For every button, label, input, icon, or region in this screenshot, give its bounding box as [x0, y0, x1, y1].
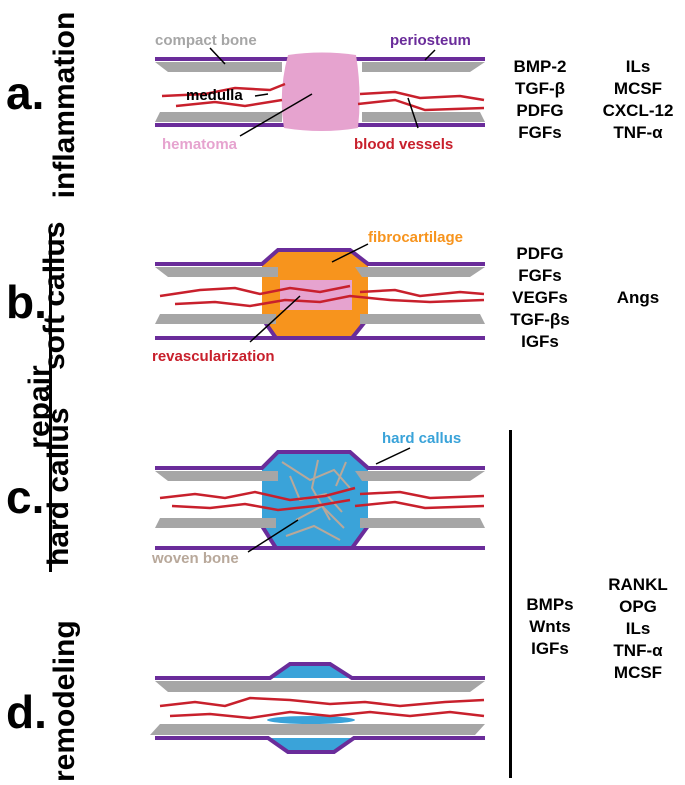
compact-bone-bottom-left — [155, 112, 282, 122]
label-blood-vessels: blood vessels — [354, 136, 453, 153]
leader-hard-callus — [375, 447, 411, 465]
label-medulla: medulla — [186, 87, 243, 104]
label-hard-callus: hard callus — [382, 430, 461, 447]
factors-inflammation-col2: ILs MCSF CXCL-12 TNF-α — [598, 56, 678, 144]
factor-item: TNF-α — [613, 641, 663, 660]
factor-item: PDFG — [516, 101, 564, 120]
periosteum-hard-callus — [155, 450, 485, 550]
label-hematoma: hematoma — [162, 136, 238, 153]
remodeling-callus-bottom — [268, 738, 354, 752]
compact-bone-bottom-right-c — [360, 518, 485, 528]
compact-bone-bottom-right-b — [360, 314, 485, 324]
factor-item: TGF-βs — [510, 310, 570, 329]
factor-item: BMPs — [526, 595, 574, 614]
factor-item: TGF-β — [514, 79, 566, 98]
remodeling-callus-top — [270, 664, 352, 678]
blood-vessels-remodeling — [159, 696, 485, 720]
stage-letter-b: b. — [6, 276, 47, 328]
leader-woven-bone — [247, 519, 299, 553]
factor-item: VEGFs — [512, 288, 568, 307]
factor-item: OPG — [619, 597, 657, 616]
stage-letter-c: c. — [6, 471, 45, 523]
leader-blood-vessels — [407, 97, 419, 129]
factors-shared-col2: RANKL OPG ILs TNF-α MCSF — [598, 574, 678, 684]
compact-bone-top-left-c — [155, 471, 278, 481]
label-periosteum: periosteum — [390, 32, 471, 49]
compact-bone-top-left-b — [155, 267, 278, 277]
compact-bone-top-right-c — [355, 471, 485, 481]
blood-vessels-soft-callus — [159, 284, 485, 308]
factors-soft-callus-col2: Angs — [598, 287, 678, 309]
compact-bone-bottom-left-c — [155, 518, 276, 528]
factors-inflammation-col1: BMP-2 TGF-β PDFG FGFs — [500, 56, 580, 144]
factor-item: IGFs — [521, 332, 559, 351]
compact-bone-top-right-b — [355, 267, 485, 277]
factor-item: ILs — [625, 619, 651, 638]
stage-letter-d: d. — [6, 686, 47, 738]
factor-item: FGFs — [518, 123, 562, 142]
label-fibrocartilage: fibrocartilage — [368, 229, 463, 246]
stage-letter-a: a. — [6, 67, 45, 119]
blood-vessels-hard-callus — [159, 486, 485, 512]
compact-bone-top-right — [362, 62, 485, 72]
factor-item: RANKL — [608, 575, 668, 594]
factor-item: FGFs — [518, 266, 562, 285]
label-woven-bone: woven bone — [151, 550, 239, 567]
hard-callus-shape — [262, 452, 368, 548]
hematoma-shape — [281, 52, 360, 131]
factor-item: MCSF — [613, 79, 663, 98]
bone-diagram-remodeling — [150, 662, 485, 754]
leader-hematoma — [239, 93, 313, 137]
compact-bone-bottom-right — [362, 112, 485, 122]
repair-bracket-line — [49, 232, 52, 572]
leader-compact-bone — [209, 47, 226, 65]
factor-item: Angs — [616, 288, 660, 307]
factor-item: MCSF — [613, 663, 663, 682]
factor-item: ILs — [625, 57, 651, 76]
periosteum-soft-callus — [155, 248, 485, 340]
factors-soft-callus-col1: PDFG FGFs VEGFs TGF-βs IGFs — [500, 243, 580, 353]
factor-item: TNF-α — [613, 123, 663, 142]
compact-bone-bottom-left-b — [155, 314, 276, 324]
leader-fibrocartilage — [331, 243, 369, 263]
leader-revascularization — [249, 295, 301, 343]
factor-item: PDFG — [516, 244, 564, 263]
soft-callus-medulla — [280, 280, 352, 310]
bone-diagram-inflammation: compact bone periosteum medulla hematoma… — [155, 32, 485, 153]
remodeling-callus-center — [267, 716, 355, 724]
leader-periosteum — [424, 49, 436, 61]
periosteum-remodeling — [155, 662, 485, 754]
factors-shared-col1: BMPs Wnts IGFs — [515, 594, 585, 660]
factor-item: IGFs — [531, 639, 569, 658]
factor-item: Wnts — [529, 617, 571, 636]
factor-item: CXCL-12 — [602, 101, 674, 120]
label-revascularization: revascularization — [152, 348, 275, 365]
bone-diagram-soft-callus: fibrocartilage revascularization — [152, 229, 485, 365]
leader-medulla — [254, 93, 269, 97]
compact-bone-bottom-d — [150, 724, 485, 735]
compact-bone-top-d — [155, 681, 485, 692]
factor-item: BMP-2 — [513, 57, 567, 76]
label-compact-bone: compact bone — [155, 32, 257, 49]
compact-bone-top-left — [155, 62, 282, 72]
bone-diagram-hard-callus: hard callus woven bone — [151, 430, 485, 567]
late-factors-bracket-line — [509, 430, 512, 778]
